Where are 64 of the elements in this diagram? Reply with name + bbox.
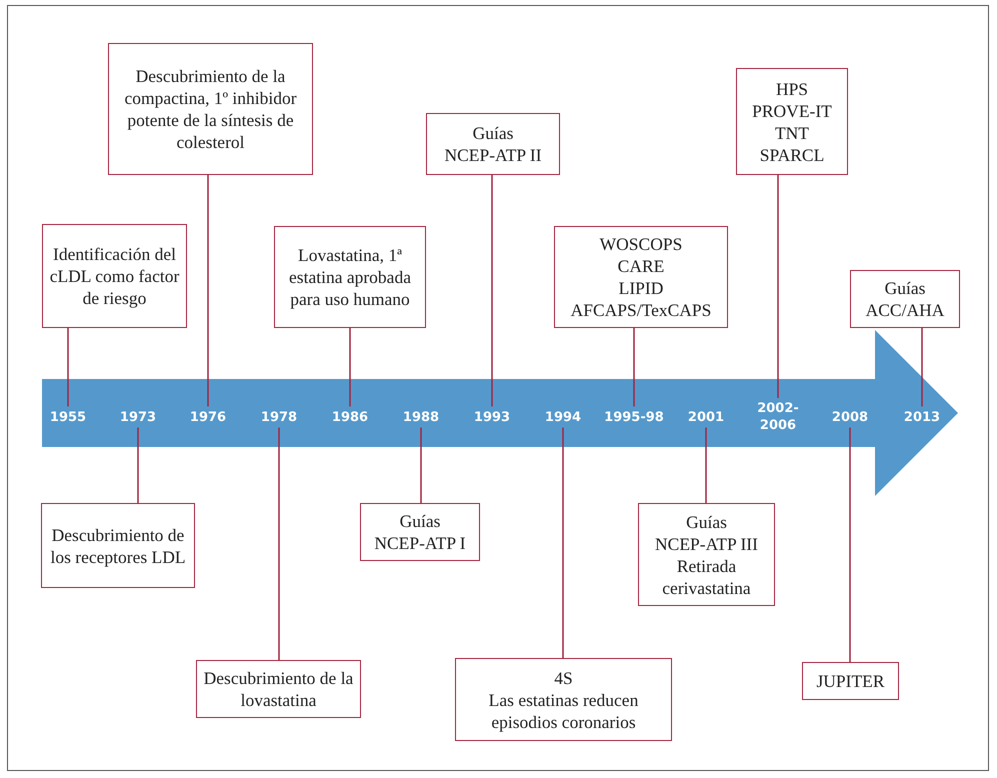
year-label: 1995-98 [604, 408, 664, 426]
event-text: SPARCL [760, 144, 824, 166]
event-text: CARE [618, 255, 664, 277]
event-box [274, 226, 426, 328]
event-box [42, 224, 187, 328]
leader-line [420, 428, 422, 503]
event-box [196, 660, 361, 718]
event-box [455, 658, 672, 741]
year-label: 1994 [533, 408, 593, 426]
leader-line [705, 428, 707, 503]
event-text: Identificación del cLDL como factor de riesgo [49, 243, 180, 309]
event-text: Retirada cerivastatina [661, 554, 752, 598]
event-box [802, 662, 899, 700]
event-text: ACC/AHA [866, 299, 944, 321]
event-box [41, 503, 195, 588]
event-text: Descubrimiento de la lovastatina [203, 667, 354, 711]
leader-line [137, 428, 139, 503]
event-text: Lovastatina, 1ª estatina aprobada para uso humano [288, 244, 412, 310]
year-label: 1978 [249, 408, 309, 426]
year-label: 1993 [462, 408, 522, 426]
leader-line [849, 428, 851, 662]
year-label: 1973 [108, 408, 168, 426]
event-text: Las estatinas reducen episodios coronarios [488, 688, 640, 732]
event-box [850, 270, 960, 328]
year-label: 1988 [391, 408, 451, 426]
event-text: AFCAPS/TexCAPS [570, 299, 712, 321]
event-text: JUPITER [816, 670, 885, 692]
event-box [360, 503, 480, 561]
year-label: 1976 [178, 408, 238, 426]
event-text: NCEP-ATP III [655, 532, 758, 554]
leader-line [278, 428, 280, 660]
event-text: NCEP-ATP I [374, 532, 466, 554]
event-text: WOSCOPS [600, 233, 682, 255]
event-text: Guías [472, 122, 514, 144]
year-label: 2002- 2006 [748, 400, 808, 434]
leader-line [349, 328, 351, 406]
event-text: Guías [884, 277, 926, 299]
event-box [638, 503, 775, 606]
event-box [426, 113, 560, 175]
year-label: 1955 [38, 408, 98, 426]
event-box [736, 68, 848, 175]
event-box [108, 43, 313, 175]
event-text: 4S [554, 666, 573, 688]
leader-line [67, 328, 69, 406]
event-text: Guías [686, 510, 727, 532]
event-text: HPS [776, 78, 808, 100]
leader-line [562, 428, 564, 658]
leader-line [491, 175, 493, 406]
event-text: TNT [774, 122, 810, 144]
event-text: Guías [400, 510, 440, 532]
leader-line [777, 175, 779, 398]
event-text: Descubrimiento de los receptores LDL [49, 524, 187, 568]
year-label: 1986 [320, 408, 380, 426]
leader-line [633, 328, 635, 406]
event-box [554, 226, 728, 328]
year-label: 2013 [892, 408, 952, 426]
year-label: 2001 [676, 408, 736, 426]
year-label: 2008 [820, 408, 880, 426]
event-text: NCEP-ATP II [444, 144, 542, 166]
event-text: LIPID [618, 277, 664, 299]
event-text: PROVE-IT [752, 100, 832, 122]
leader-line [207, 175, 209, 406]
leader-line [921, 328, 923, 406]
event-text: Descubrimiento de la compactina, 1º inhibidor potente de la síntesis de colesterol [123, 65, 298, 153]
